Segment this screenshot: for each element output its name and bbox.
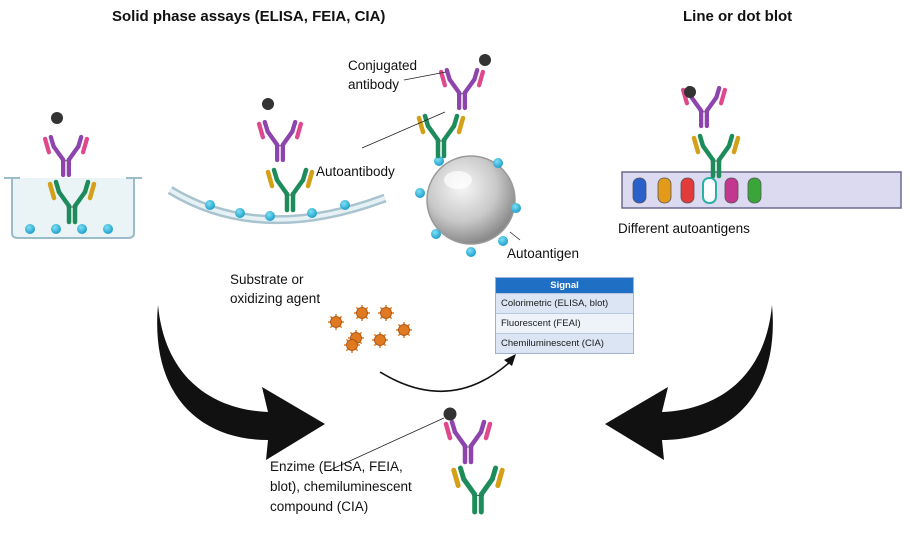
signal-table: Signal Colorimetric (ELISA, blot) Fluore…	[495, 277, 634, 354]
substrate-arrow	[379, 354, 516, 393]
blot-band	[724, 177, 739, 204]
autoantibody-well	[47, 179, 97, 225]
bead-sphere	[426, 155, 516, 245]
label-autoantibody: Autoantibody	[316, 164, 395, 179]
signal-table-header: Signal	[496, 278, 633, 293]
conjugate-ball-curve	[262, 98, 274, 110]
blot-bands	[632, 177, 762, 204]
conjugated-antibody-blot	[680, 85, 728, 129]
label-autoantigen: Autoantigen	[507, 246, 580, 261]
label-enzyme-line2: blot), chemiluminescent	[270, 479, 412, 494]
substrate-particle	[354, 305, 370, 321]
blot-band	[632, 177, 647, 204]
autoantibody-blot	[691, 133, 741, 179]
blot-band	[747, 177, 762, 204]
label-substrate-line2: oxidizing agent	[230, 291, 321, 306]
conjugate-ball-well	[51, 112, 63, 124]
right-curved-arrow	[605, 305, 773, 460]
curved-antigen-dots	[205, 200, 350, 221]
label-substrate-line1: Substrate or	[230, 272, 304, 287]
label-conjugated-line2: antibody	[348, 77, 400, 92]
title-solid-phase: Solid phase assays (ELISA, FEIA, CIA)	[112, 8, 386, 25]
conjugated-antibody-bottom	[443, 419, 493, 465]
label-enzyme-line3: compound (CIA)	[270, 499, 369, 514]
curved-surface	[167, 186, 387, 225]
blot-band	[702, 177, 717, 204]
signal-row-colorimetric: Colorimetric (ELISA, blot)	[496, 293, 633, 313]
conjugated-antibody-curve	[256, 119, 304, 163]
autoantibody-curve	[265, 167, 315, 213]
conjugate-ball-bead	[479, 54, 491, 66]
substrate-particle	[328, 314, 344, 330]
antibodies	[42, 54, 741, 515]
title-line-dot-blot: Line or dot blot	[683, 8, 793, 25]
conjugated-antibody-well	[42, 134, 90, 178]
leader-lines	[329, 71, 521, 471]
label-enzyme-line1: Enzime (ELISA, FEIA,	[270, 459, 403, 474]
substrate-particles	[328, 305, 412, 353]
substrate-particle	[378, 305, 394, 321]
blot-band	[680, 177, 695, 204]
left-curved-arrow	[157, 305, 325, 460]
conjugate-ball-bottom	[443, 407, 457, 421]
substrate-particle	[344, 337, 360, 353]
autoantibody-bead	[416, 113, 466, 159]
substrate-particle	[372, 332, 388, 348]
autoantibody-bottom	[451, 465, 505, 515]
label-different-autoantigens: Different autoantigens	[618, 221, 750, 236]
signal-row-chemiluminescent: Chemiluminescent (CIA)	[496, 333, 633, 353]
substrate-particle	[396, 322, 412, 338]
well-antigen-dots	[25, 224, 113, 234]
conjugated-antibody-bead	[438, 67, 486, 111]
conjugate-ball-blot	[684, 86, 696, 98]
bead-antigen-dots	[415, 156, 521, 257]
signal-row-fluorescent: Fluorescent (FEAI)	[496, 313, 633, 333]
label-conjugated-line1: Conjugated	[348, 58, 418, 73]
blot-band	[657, 177, 672, 204]
